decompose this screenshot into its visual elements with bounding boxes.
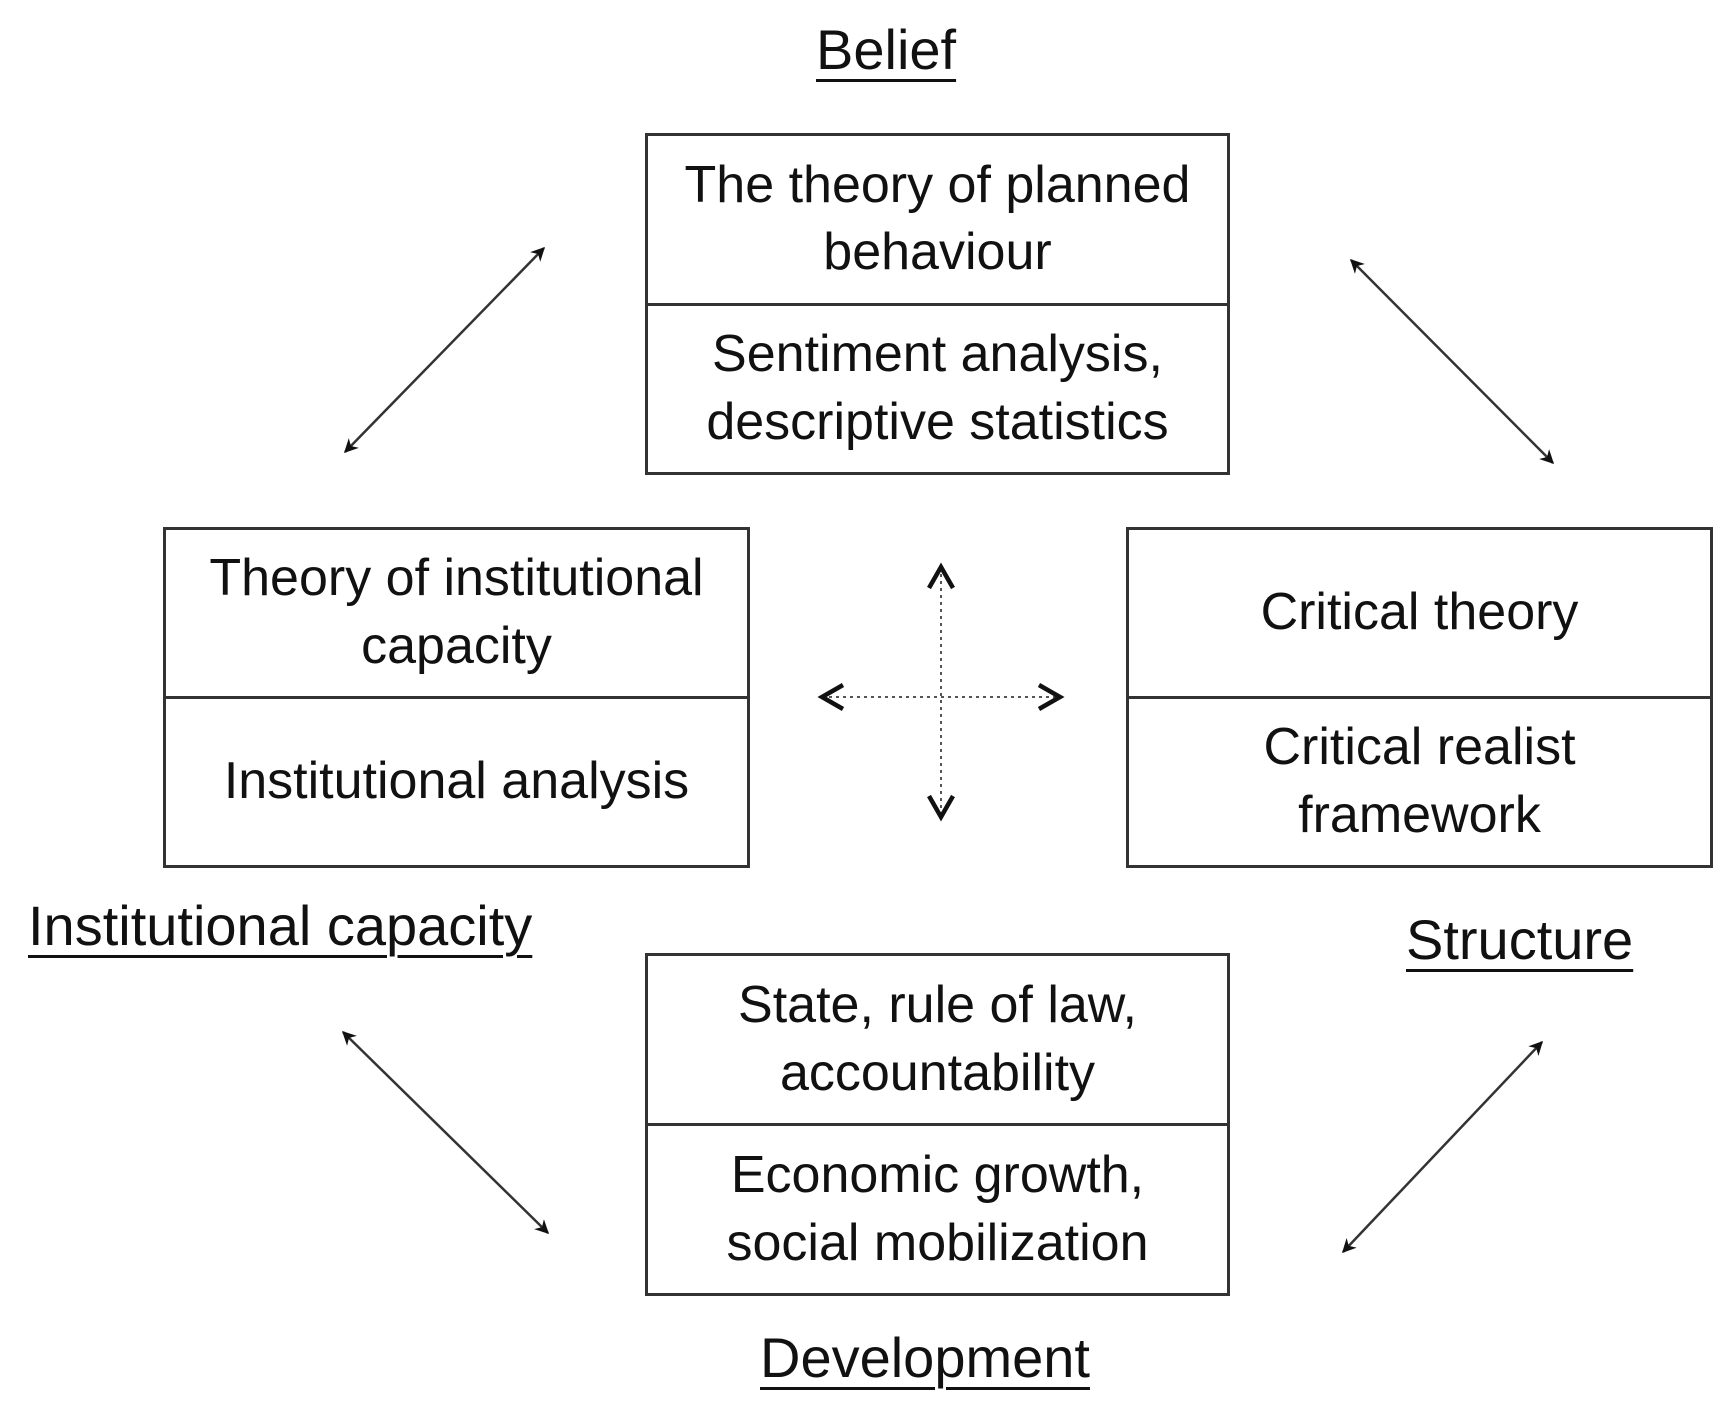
box-development-theory: State, rule of law, accountability	[738, 975, 1137, 1102]
box-institutional-capacity: Theory of institutional capacity Institu…	[163, 527, 750, 868]
arrow-institutional-development	[342, 1031, 549, 1234]
box-structure-method: Critical realist framework	[1129, 696, 1710, 865]
heading-development: Development	[760, 1326, 1090, 1389]
arrow-belief-institutional	[344, 246, 545, 454]
heading-institutional-capacity: Institutional capacity	[28, 894, 533, 957]
box-structure: Critical theory Critical realist framewo…	[1126, 527, 1713, 868]
arrow-belief-structure	[1350, 259, 1554, 464]
box-development: State, rule of law, accountability Econo…	[645, 953, 1230, 1296]
box-institutional-capacity-method: Institutional analysis	[166, 696, 747, 865]
box-belief-method: Sentiment analysis, descriptive statisti…	[648, 302, 1227, 473]
box-belief: The theory of planned behaviour Sentimen…	[645, 133, 1230, 475]
heading-belief: Belief	[816, 18, 957, 81]
box-development-method: Economic growth, social mobilization	[648, 1123, 1227, 1293]
box-institutional-capacity-theory: Theory of institutional capacity	[209, 549, 704, 675]
arrow-structure-development	[1342, 1040, 1543, 1254]
box-structure-theory: Critical theory	[1260, 583, 1579, 642]
heading-structure: Structure	[1406, 908, 1634, 971]
box-belief-theory: The theory of planned behaviour	[684, 155, 1191, 282]
